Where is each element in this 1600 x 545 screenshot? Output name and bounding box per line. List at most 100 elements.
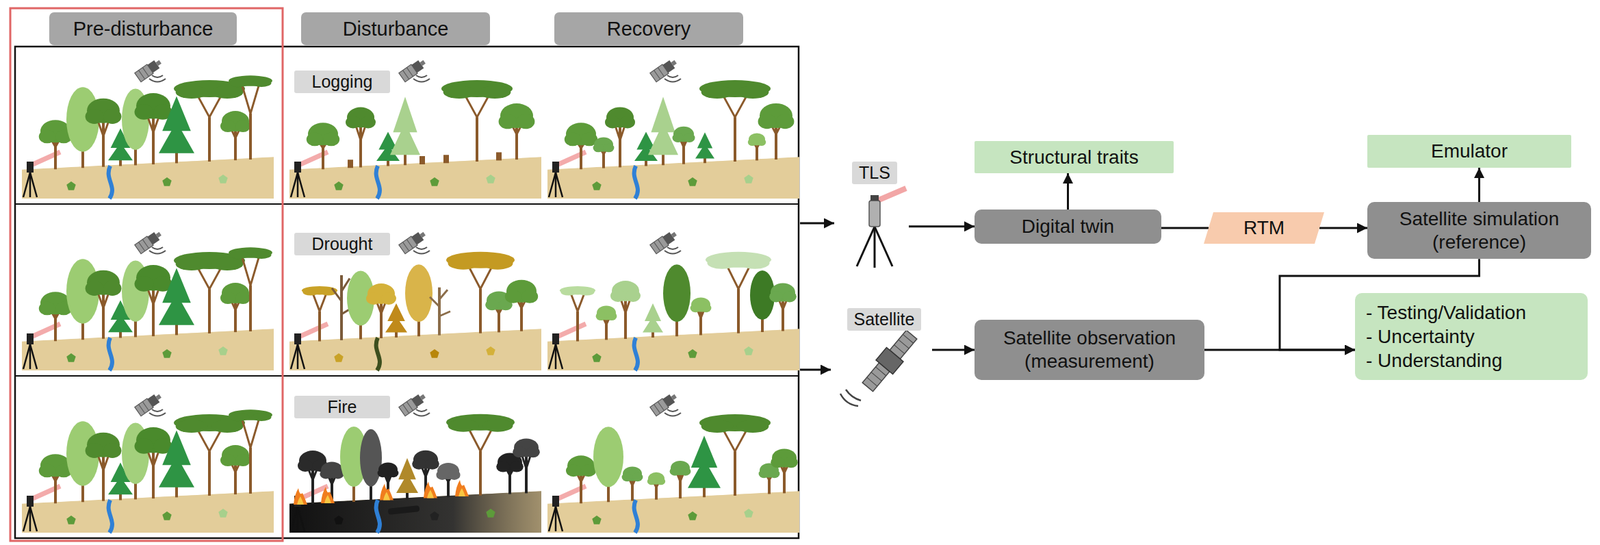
tree-crown	[85, 280, 104, 296]
satellite-icon	[650, 229, 681, 254]
tree-icon	[512, 437, 540, 493]
tripod-leg	[290, 506, 298, 532]
tree-icon	[385, 303, 408, 338]
conifer-crown	[691, 435, 718, 468]
tree-icon	[699, 414, 771, 496]
tree-crown	[647, 477, 657, 486]
flame-core	[427, 489, 434, 498]
tree-trunk	[733, 450, 737, 496]
tree-icon	[158, 95, 195, 163]
tree-trunk	[318, 311, 321, 342]
panel-grid	[657, 67, 664, 77]
signal-arc	[416, 409, 428, 412]
satellite-dish	[420, 394, 426, 400]
tripod-leg	[30, 172, 37, 198]
tree-crown	[103, 280, 122, 296]
node-text: - Uncertainty	[1365, 324, 1475, 349]
ground	[21, 328, 274, 371]
tree-crown	[512, 446, 527, 458]
tree-crown	[606, 312, 617, 321]
tree-trunk	[737, 288, 740, 334]
tree-stump	[496, 151, 502, 161]
tree-icon	[411, 450, 440, 499]
forest-scene	[289, 229, 542, 371]
tripod-leg	[290, 344, 298, 369]
tree-crown	[377, 468, 389, 478]
row-divider	[15, 203, 799, 205]
tree-crown	[581, 463, 597, 477]
tree-crown	[211, 419, 244, 433]
tree-crown	[739, 256, 770, 269]
stream	[376, 165, 380, 199]
shrub	[162, 349, 172, 358]
tree-crown	[516, 114, 535, 130]
tree-icon	[377, 462, 399, 501]
stream	[108, 165, 113, 199]
tree-stump	[419, 156, 425, 165]
tripod-leg	[297, 172, 305, 198]
conifer-crown	[162, 267, 191, 303]
node-text: RTM	[1243, 216, 1285, 239]
node-text: Emulator	[1430, 140, 1508, 163]
tree-crown	[220, 119, 236, 133]
dead-branch	[331, 288, 342, 302]
connector	[1478, 167, 1481, 202]
stream	[634, 337, 638, 371]
tree-icon	[228, 247, 273, 332]
node-text: Pre-disturbance	[73, 17, 214, 41]
tree-trunk	[733, 117, 737, 162]
scanner-head	[26, 333, 34, 345]
tree-icon	[672, 126, 696, 165]
panel-grid	[403, 404, 410, 414]
node-text: TLS	[852, 161, 898, 185]
tree-crown	[593, 143, 604, 153]
ground	[21, 156, 274, 199]
satellite-body-group	[398, 229, 428, 254]
stream	[376, 499, 380, 533]
satellite-body-group	[650, 57, 679, 83]
process-box: Digital twin	[974, 209, 1162, 244]
node-text: Disturbance	[342, 17, 449, 41]
flame-core	[458, 487, 466, 497]
tree-icon	[359, 429, 382, 501]
tree-crown	[560, 288, 577, 295]
scanner-head	[869, 200, 881, 227]
tree-crown	[784, 456, 798, 468]
tree-icon	[306, 122, 340, 170]
tree-icon	[593, 137, 615, 169]
shrub	[429, 511, 439, 521]
dead-branch	[439, 311, 451, 317]
tree-crown	[769, 469, 780, 479]
tree-icon	[158, 429, 195, 497]
panel-grid	[902, 333, 913, 343]
tripod-leg	[23, 344, 31, 369]
node-text: Recovery	[607, 17, 692, 41]
output-box: Emulator	[1367, 134, 1572, 168]
conifer-crown	[650, 96, 675, 133]
tree-icon	[220, 282, 251, 332]
scanner-cap	[870, 195, 879, 201]
forest-scene	[547, 391, 800, 533]
tree-trunk	[208, 117, 211, 162]
shrub	[333, 515, 343, 525]
panel-arrow	[800, 222, 835, 225]
tree-crown	[229, 250, 250, 259]
tree-icon	[66, 86, 100, 168]
shrub	[485, 508, 495, 518]
stream	[376, 337, 380, 371]
tree-crown	[672, 133, 685, 144]
conifer-crown	[162, 95, 191, 131]
tripod-leg	[873, 226, 876, 268]
satellite-body-group	[134, 391, 164, 417]
signal-arc	[416, 75, 428, 78]
tree-icon	[750, 270, 775, 332]
conifer-crown	[162, 429, 191, 465]
tripod-leg	[548, 344, 556, 369]
forest-scene	[21, 391, 274, 533]
panel-grid	[657, 239, 664, 249]
shrub	[743, 174, 753, 184]
tree-icon	[346, 271, 375, 340]
satellite-icon	[134, 391, 166, 417]
shrub	[687, 177, 697, 187]
tree-crown	[85, 108, 104, 124]
